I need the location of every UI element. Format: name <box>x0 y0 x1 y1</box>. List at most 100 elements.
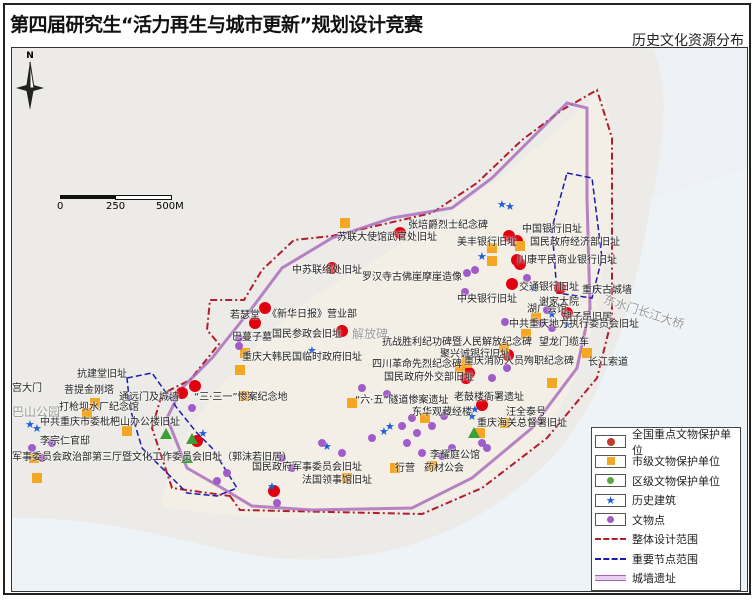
heritage-point[interactable] <box>418 449 426 457</box>
heritage-point[interactable] <box>501 318 509 326</box>
municipal-heritage-site[interactable] <box>32 473 42 483</box>
heritage-point[interactable] <box>213 477 221 485</box>
heritage-point[interactable] <box>223 469 231 477</box>
heritage-point[interactable] <box>235 342 243 350</box>
heritage-label[interactable]: 打枪坝水厂纪念馆 <box>59 402 139 413</box>
national-heritage-site[interactable] <box>554 282 566 294</box>
heritage-point[interactable] <box>398 422 406 430</box>
heritage-label[interactable]: 药材公会 <box>424 463 464 474</box>
heritage-point[interactable] <box>413 429 421 437</box>
historic-building-star-icon[interactable]: ★ <box>198 427 208 440</box>
heritage-point[interactable] <box>38 454 46 462</box>
heritage-label[interactable]: 李宗仁官邸 <box>40 436 90 447</box>
heritage-label[interactable]: 交通银行旧址 <box>519 282 579 293</box>
historic-building-star-icon[interactable]: ★ <box>497 198 507 211</box>
historic-building-star-icon[interactable]: ★ <box>32 422 42 435</box>
historic-building-star-icon[interactable]: ★ <box>470 403 480 416</box>
heritage-label[interactable]: 重庆海关总督署旧址 <box>477 418 567 429</box>
heritage-label[interactable]: 抗战胜利纪功碑暨人民解放纪念碑 <box>382 337 532 348</box>
heritage-label[interactable]: 苏联大使馆武官处旧址 <box>337 232 437 243</box>
municipal-heritage-site[interactable] <box>235 365 245 375</box>
heritage-point[interactable] <box>28 444 36 452</box>
national-heritage-site[interactable] <box>249 317 261 329</box>
national-heritage-site[interactable] <box>259 302 271 314</box>
heritage-label[interactable]: 国民政府经济部旧址 <box>530 237 620 248</box>
heritage-point[interactable] <box>478 439 486 447</box>
heritage-point[interactable] <box>338 449 346 457</box>
heritage-point[interactable] <box>403 439 411 447</box>
national-heritage-site[interactable] <box>268 485 280 497</box>
heritage-label[interactable]: 聚兴诚银行旧址 <box>440 349 510 360</box>
municipal-heritage-site[interactable] <box>122 426 132 436</box>
heritage-point[interactable] <box>278 454 286 462</box>
heritage-label[interactable]: 中央银行旧址 <box>457 294 517 305</box>
heritage-label[interactable]: 湖广会馆 <box>527 304 567 315</box>
national-heritage-site[interactable] <box>514 258 526 270</box>
heritage-point[interactable] <box>538 319 546 327</box>
municipal-heritage-site[interactable] <box>347 398 357 408</box>
municipal-heritage-site[interactable] <box>29 453 39 463</box>
heritage-point[interactable] <box>461 288 469 296</box>
municipal-heritage-site[interactable] <box>547 378 557 388</box>
heritage-label[interactable]: 国民参政会旧址 <box>272 329 342 340</box>
heritage-point[interactable] <box>548 324 556 332</box>
heritage-point[interactable] <box>483 444 491 452</box>
heritage-point[interactable] <box>318 439 326 447</box>
heritage-label[interactable]: 法国领事馆旧址 <box>302 475 372 486</box>
municipal-heritage-site[interactable] <box>90 398 100 408</box>
heritage-point[interactable] <box>448 444 456 452</box>
national-heritage-site[interactable] <box>326 262 338 274</box>
heritage-point[interactable] <box>438 452 446 460</box>
municipal-heritage-site[interactable] <box>499 343 509 353</box>
heritage-point[interactable] <box>188 404 196 412</box>
heritage-point[interactable] <box>383 390 391 398</box>
national-heritage-site[interactable] <box>503 230 515 242</box>
heritage-label[interactable]: 国民政府外交部旧址 <box>384 372 474 383</box>
heritage-label[interactable]: 罗汉寺古佛崖摩崖造像 <box>362 272 462 283</box>
map-canvas[interactable]: ★★★★★★★★★★★★★★★★ 张培爵烈士纪念碑苏联大使馆武官处旧址中国银行旧… <box>11 47 748 592</box>
heritage-label[interactable]: 望龙门缆车 <box>539 337 589 348</box>
heritage-point[interactable] <box>368 434 376 442</box>
heritage-label[interactable]: 中共重庆地方执行委员会旧址 <box>509 319 639 330</box>
municipal-heritage-site[interactable] <box>531 313 541 323</box>
heritage-point[interactable] <box>288 464 296 472</box>
national-heritage-site[interactable] <box>506 278 518 290</box>
heritage-label[interactable]: “六·五”隧道惨案遗址 <box>355 395 449 406</box>
national-heritage-site[interactable] <box>476 399 488 411</box>
heritage-label[interactable]: 行营 <box>395 463 415 474</box>
heritage-point[interactable] <box>488 374 496 382</box>
national-heritage-site[interactable] <box>336 325 348 337</box>
municipal-heritage-site[interactable] <box>390 463 400 473</box>
municipal-heritage-site[interactable] <box>582 348 592 358</box>
heritage-label[interactable]: 中苏联络处旧址 <box>292 265 362 276</box>
heritage-label[interactable]: 重庆大韩民国临时政府旧址 <box>242 352 362 363</box>
heritage-label[interactable]: 通远门及城墙 <box>119 392 179 403</box>
heritage-point[interactable] <box>48 439 56 447</box>
heritage-label[interactable]: 国民政府军事委员会旧址 <box>252 462 362 473</box>
municipal-heritage-site[interactable] <box>427 461 437 471</box>
district-heritage-site[interactable] <box>186 433 198 444</box>
historic-building-star-icon[interactable]: ★ <box>529 282 539 295</box>
national-heritage-site[interactable] <box>561 307 573 319</box>
municipal-heritage-site[interactable] <box>82 408 92 418</box>
heritage-label[interactable]: 汪全泰号 <box>506 407 546 418</box>
municipal-heritage-site[interactable] <box>487 243 497 253</box>
heritage-label[interactable]: 张培爵烈士纪念碑 <box>408 220 488 231</box>
municipal-heritage-site[interactable] <box>420 413 430 423</box>
heritage-label[interactable]: 东华观藏经楼 <box>412 407 472 418</box>
heritage-point[interactable] <box>273 499 281 507</box>
heritage-label[interactable]: 中共重庆市委枇杷山办公楼旧址 <box>40 417 180 428</box>
historic-building-star-icon[interactable]: ★ <box>307 344 317 357</box>
heritage-point[interactable] <box>428 422 436 430</box>
heritage-point[interactable] <box>358 384 366 392</box>
historic-building-star-icon[interactable]: ★ <box>25 418 35 431</box>
heritage-label[interactable]: 胡子昂旧居 <box>562 312 612 323</box>
municipal-heritage-site[interactable] <box>239 391 249 401</box>
district-heritage-site[interactable] <box>160 428 172 439</box>
heritage-label[interactable]: 美丰银行旧址 <box>457 237 517 248</box>
district-heritage-site[interactable] <box>468 427 480 438</box>
heritage-label[interactable]: 老鼓楼衙署遗址 <box>454 392 524 403</box>
heritage-label[interactable]: 抗建堂旧址 <box>77 369 127 380</box>
municipal-heritage-site[interactable] <box>342 473 352 483</box>
historic-building-star-icon[interactable]: ★ <box>477 250 487 263</box>
